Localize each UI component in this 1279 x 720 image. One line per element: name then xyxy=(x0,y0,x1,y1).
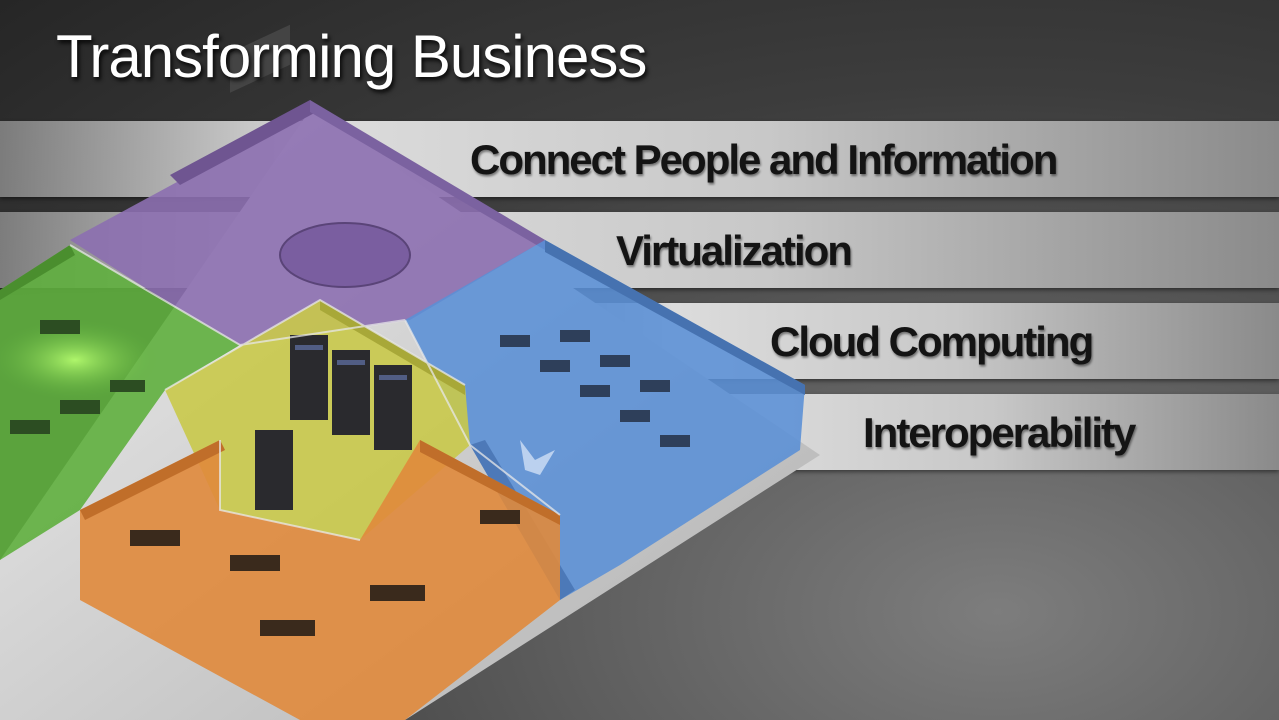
zone-server-room xyxy=(165,300,470,540)
zone-green-workstations xyxy=(0,245,240,560)
band-label: Connect People and Information xyxy=(470,136,1058,183)
zone-meeting-room xyxy=(70,24,545,345)
band-label: Interoperability xyxy=(863,409,1136,456)
zone-orange-workstations xyxy=(80,440,560,720)
band-label: Virtualization xyxy=(616,227,853,274)
band-label: Cloud Computing xyxy=(770,318,1094,365)
slide-title: Transforming Business xyxy=(56,23,647,90)
